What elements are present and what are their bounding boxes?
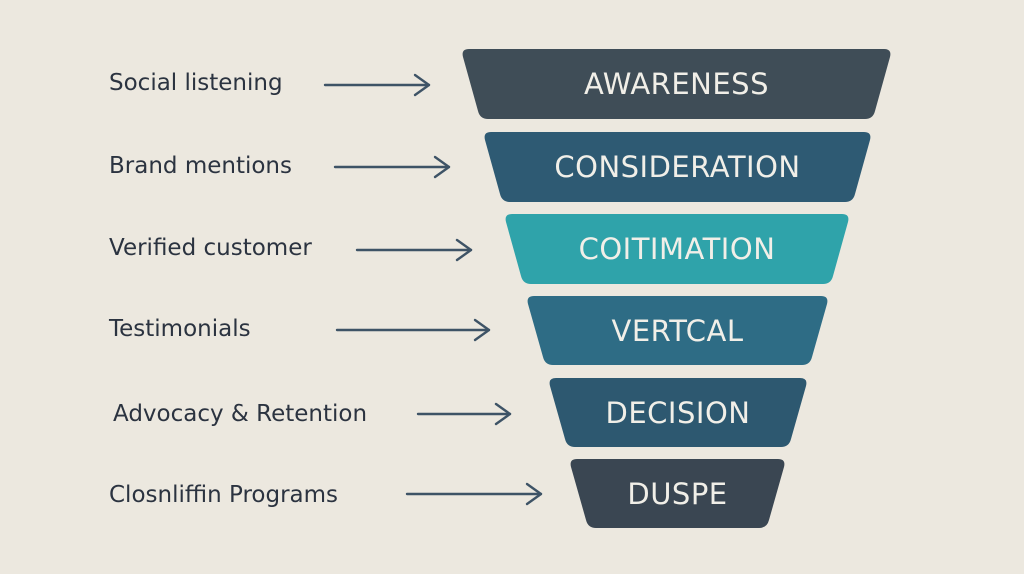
stage-label: COITIMATION xyxy=(578,232,776,266)
arrow-right-icon xyxy=(355,238,473,262)
stage-label: VERTCAL xyxy=(611,313,744,348)
funnel-stage-consideration: CONSIDERATION xyxy=(483,132,872,202)
funnel-stage-vertcal: VERTCAL xyxy=(526,296,829,365)
funnel-stage-duspe: DUSPE xyxy=(569,459,786,528)
stage-shape xyxy=(527,296,828,365)
stage-shape xyxy=(462,49,891,119)
stage-shape xyxy=(505,214,849,284)
funnel-stage-decision: DECISION xyxy=(548,378,808,447)
stage-shape xyxy=(484,132,871,202)
stage-label: AWARENESS xyxy=(584,67,769,101)
funnel-stage-coitimation: COITIMATION xyxy=(504,214,850,284)
stage-label: DUSPE xyxy=(627,476,728,511)
left-item-social-listening: Social listening xyxy=(109,70,283,96)
arrow-right-icon xyxy=(416,402,512,426)
left-item-brand-mentions: Brand mentions xyxy=(109,153,292,179)
left-item-programs: Closnliffin Programs xyxy=(109,482,339,508)
left-item-verified-customer: Verified customer xyxy=(109,235,312,261)
stage-label: CONSIDERATION xyxy=(554,150,801,184)
stage-shape xyxy=(570,459,785,528)
stage-shape xyxy=(549,378,807,447)
left-item-advocacy-retention: Advocacy & Retention xyxy=(113,401,368,427)
left-item-testimonials: Testimonials xyxy=(109,316,251,342)
arrow-right-icon xyxy=(333,155,451,179)
arrow-right-icon xyxy=(323,73,431,97)
arrow-right-icon xyxy=(335,318,491,342)
stage-label: DECISION xyxy=(605,395,751,430)
arrow-right-icon xyxy=(405,482,543,506)
funnel-stage-awareness: AWARENESS xyxy=(461,49,892,119)
